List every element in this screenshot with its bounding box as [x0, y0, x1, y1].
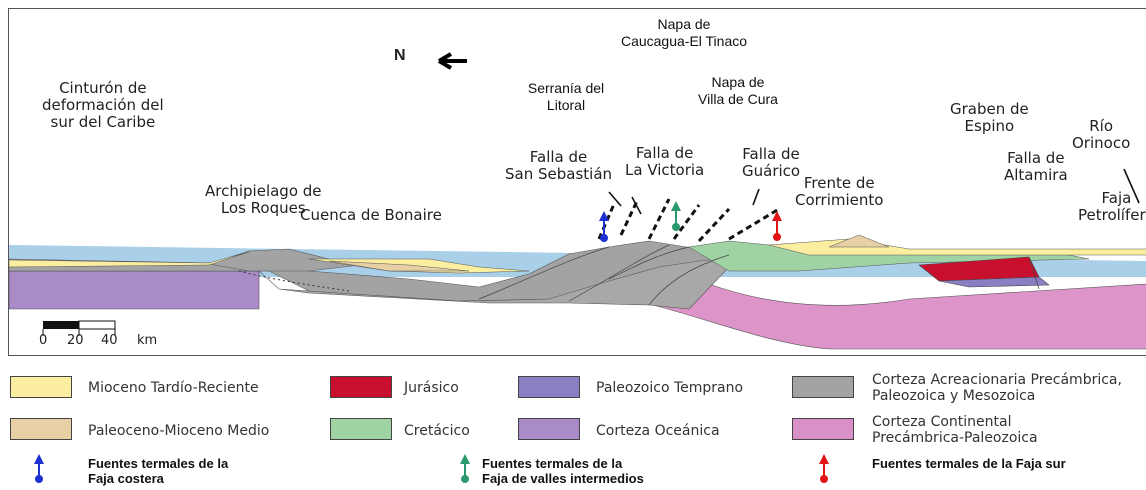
- legend-oceanica: Corteza Oceánica: [596, 423, 720, 439]
- north-label: N: [394, 47, 406, 64]
- napa-villa-label: Napa de Villa de Cura: [656, 64, 820, 124]
- altamira-label: Falla de Altamira: [1004, 149, 1068, 184]
- geologic-cross-section: [9, 52, 1146, 350]
- spring-marker-intermedios: [671, 201, 681, 231]
- swatch-corteza-acre: [792, 376, 854, 398]
- legend-mioceno: Mioceno Tardío-Reciente: [88, 380, 259, 396]
- scale-tick-20: 20: [67, 333, 84, 348]
- spring-icon-sur: [819, 454, 829, 483]
- swatch-paleo-temprano: [518, 376, 580, 398]
- swatch-continental: [792, 418, 854, 440]
- orinoco-label: Río Orinoco: [1072, 117, 1131, 152]
- swatch-cretacico: [330, 418, 392, 440]
- scale-tick-0: 0: [39, 333, 48, 348]
- legend-paleoceno: Paleoceno-Mioceno Medio: [88, 423, 270, 439]
- paleozoico-layer: [938, 276, 1050, 288]
- napa-caucagua-label: Napa de Caucagua-El Tinaco: [546, 16, 822, 58]
- spring-marker-sur: [772, 211, 782, 241]
- swatch-oceanica: [518, 418, 580, 440]
- spring-icon-costera: [34, 454, 44, 483]
- scale-unit: km: [137, 333, 158, 348]
- swatch-paleoceno: [10, 418, 72, 440]
- san-sebastian-label: Falla de San Sebastián: [505, 148, 613, 183]
- spring-legend-intermedios: Fuentes termales de la Faja de valles in…: [482, 456, 644, 486]
- swatch-jurasico: [330, 376, 392, 398]
- north-arrow: [437, 52, 467, 70]
- fault-traces: [597, 198, 780, 243]
- graben-label: Graben de Espino: [950, 100, 1029, 135]
- spring-marker-costera: [599, 211, 609, 242]
- legend-corteza-acre: Corteza Acreacionaria Precámbrica, Paleo…: [872, 372, 1122, 404]
- guarico-label: Falla de Guárico: [742, 145, 801, 180]
- legend-continental: Corteza Continental Precámbrica-Paleozoi…: [872, 414, 1038, 446]
- roques-label: Archipielago de Los Roques: [205, 182, 322, 217]
- swatch-mioceno: [10, 376, 72, 398]
- frente-label: Frente de Corrimiento: [795, 174, 884, 209]
- legend-jurasico: Jurásico: [404, 380, 459, 396]
- legend-paleo-temprano: Paleozoico Temprano: [596, 380, 744, 396]
- scale-tick-40: 40: [101, 333, 118, 348]
- bonaire-label: Cuenca de Bonaire: [300, 206, 442, 224]
- victoria-label: Falla de La Victoria: [625, 144, 705, 179]
- serrania-label: Serranía del Litoral: [478, 70, 654, 132]
- legend-cretacico: Cretácico: [404, 423, 470, 439]
- spring-legend-sur: Fuentes termales de la Faja sur: [872, 456, 1066, 471]
- faja-label: Faja Petrolífera: [1078, 189, 1146, 224]
- spring-icon-intermedios: [460, 454, 470, 483]
- cross-section-panel: N 0 20 40 km: [8, 8, 1146, 356]
- scale-bar: [42, 320, 116, 336]
- paleoceno-layer: [328, 260, 470, 272]
- cinturon-label: Cinturón de deformación del sur del Cari…: [42, 79, 164, 131]
- oceanic-crust-layer: [9, 270, 260, 310]
- san-sebastian-pointer: [608, 191, 622, 207]
- spring-legend-costera: Fuentes termales de la Faja costera: [88, 456, 229, 486]
